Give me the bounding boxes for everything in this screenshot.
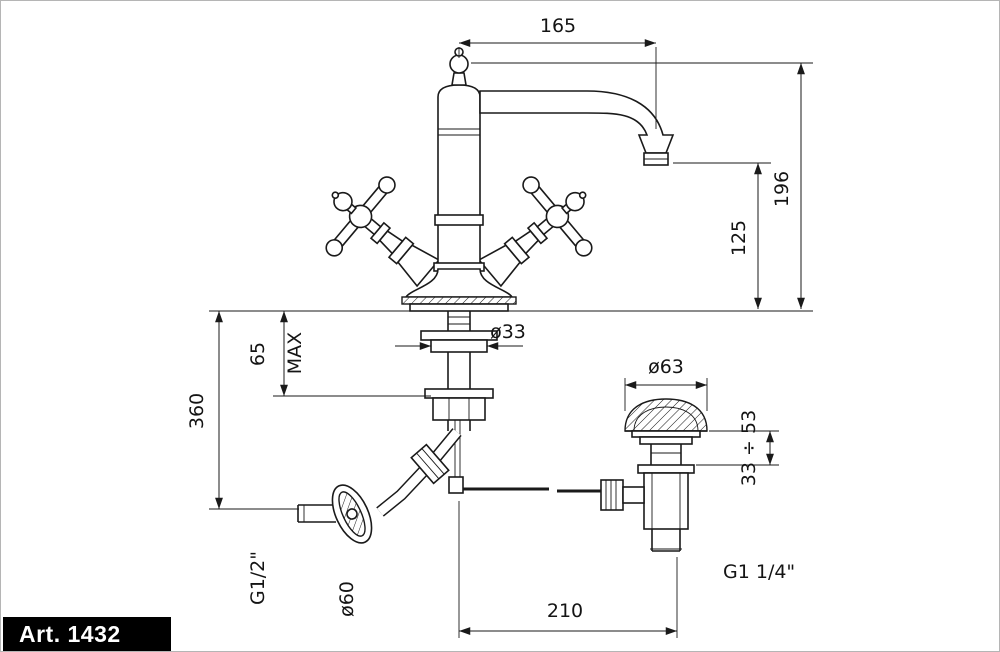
dim-spout-reach: 165 [458,15,657,129]
faucet-spout [479,90,675,166]
dim-body-diameter: ø33 [395,321,526,350]
dim-label-d63: ø63 [648,356,684,378]
lock-nut [432,397,486,421]
mounting-hardware [420,311,498,431]
title-block: Art. 1432 [3,617,171,651]
waste-body [643,472,689,530]
dim-label-196: 196 [771,171,793,207]
label-inlet-thread: G1/2" [247,551,269,605]
dim-label-210: 210 [547,600,583,622]
waste-dome [624,398,708,432]
dim-label-360: 360 [186,393,208,429]
hose-nut [410,443,450,485]
waste-clamp-knob [600,479,645,511]
article-number: Art. 1432 [19,621,121,647]
dim-label-d33: ø33 [490,321,526,343]
dim-horizontal-offset: 210 [458,501,678,638]
dim-waste-flange: ø63 [624,356,708,411]
dim-total-height: 196 [471,62,813,309]
drain-assembly [600,398,708,552]
spout-outline [479,90,675,154]
label-waste-thread: G1 1/4" [723,561,795,583]
dim-hose-drop: 360 [186,311,299,510]
dim-max-thickness: 65 MAX [247,311,431,397]
dim-label-65: 65 [247,342,269,366]
wall-rosette [331,484,373,544]
faucet-base [401,268,517,312]
body-outline [437,84,481,272]
faucet-body [433,47,485,272]
dim-label-165: 165 [540,15,576,37]
rod-clevis [448,476,464,494]
wall-connection [297,484,373,544]
supply-hose [376,428,462,517]
title-block-background [3,617,171,651]
dim-label-125: 125 [728,220,750,256]
dim-label-33-53: 33 ÷ 53 [738,410,760,486]
dim-waste-adjust: 33 ÷ 53 [696,410,779,486]
dim-spout-height: 125 [673,162,771,309]
dim-label-max: MAX [284,332,306,374]
label-rosette-diameter: ø60 [336,581,358,617]
pop-up-rod [448,420,607,494]
